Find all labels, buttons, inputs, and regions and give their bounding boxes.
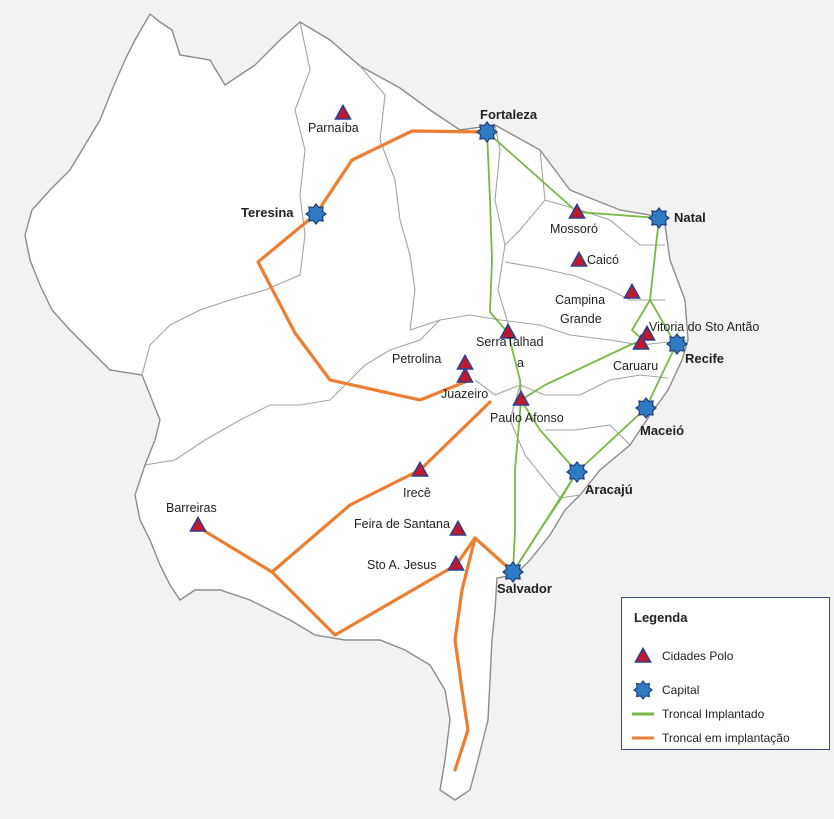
label-mossoro: Mossoró [550, 222, 598, 236]
label-paulo-afonso: Paulo Afonso [490, 411, 564, 425]
label-teresina: Teresina [241, 205, 294, 220]
legend-label-implantacao: Troncal em implantação [662, 731, 790, 745]
label-juazeiro: Juazeiro [441, 387, 488, 401]
label-fortaleza: Fortaleza [480, 107, 538, 122]
label-salvador: Salvador [497, 581, 552, 596]
legend-title: Legenda [634, 610, 688, 625]
label-caico: Caicó [587, 253, 619, 267]
label-serra-talhada-2: a [517, 356, 524, 370]
legend-row-polo: Cidades Polo [632, 646, 733, 666]
legend-row-capital: Capital [632, 680, 699, 700]
troncal-em-implantacao [196, 129, 515, 772]
label-irece: Irecê [403, 486, 431, 500]
label-feira-de-santana: Feira de Santana [354, 517, 450, 531]
label-petrolina: Petrolina [392, 352, 441, 366]
legend-label-polo: Cidades Polo [662, 649, 734, 663]
capital-recife [666, 333, 688, 355]
state-borders [141, 21, 689, 499]
triangle-icon [632, 646, 654, 666]
star-icon [632, 680, 654, 700]
capital-maceio [635, 397, 657, 419]
capital-salvador [502, 561, 524, 583]
capital-fortaleza [476, 121, 498, 143]
label-caruaru: Caruaru [613, 359, 658, 373]
green-line-icon [632, 704, 654, 724]
region-outline [24, 12, 689, 801]
capital-teresina [305, 203, 327, 225]
label-serra-talhada-1: SerraTalhad [476, 335, 543, 349]
label-sto-amaro: Sto A. Jesus [367, 558, 436, 572]
label-barreiras: Barreiras [166, 501, 217, 515]
label-aracaju: Aracajú [585, 482, 633, 497]
capital-natal [648, 207, 670, 229]
label-parnaiba: Parnaíba [308, 121, 359, 135]
label-vitoria: Vitoria do Sto Antão [649, 320, 759, 334]
label-natal: Natal [674, 210, 706, 225]
label-campina-2: Grande [560, 312, 602, 326]
capital-aracaju [566, 461, 588, 483]
label-recife: Recife [685, 351, 724, 366]
legend-row-implantado: Troncal Implantado [632, 704, 764, 724]
legend-label-capital: Capital [662, 683, 700, 697]
legend-label-implantado: Troncal Implantado [662, 707, 765, 721]
label-campina-1: Campina [555, 293, 605, 307]
legend-row-implantacao: Troncal em implantação [632, 728, 790, 748]
legend-box: Legenda Cidades Polo Capital Troncal Imp… [621, 597, 830, 750]
orange-line-icon [632, 728, 654, 748]
label-maceio: Maceió [640, 423, 684, 438]
